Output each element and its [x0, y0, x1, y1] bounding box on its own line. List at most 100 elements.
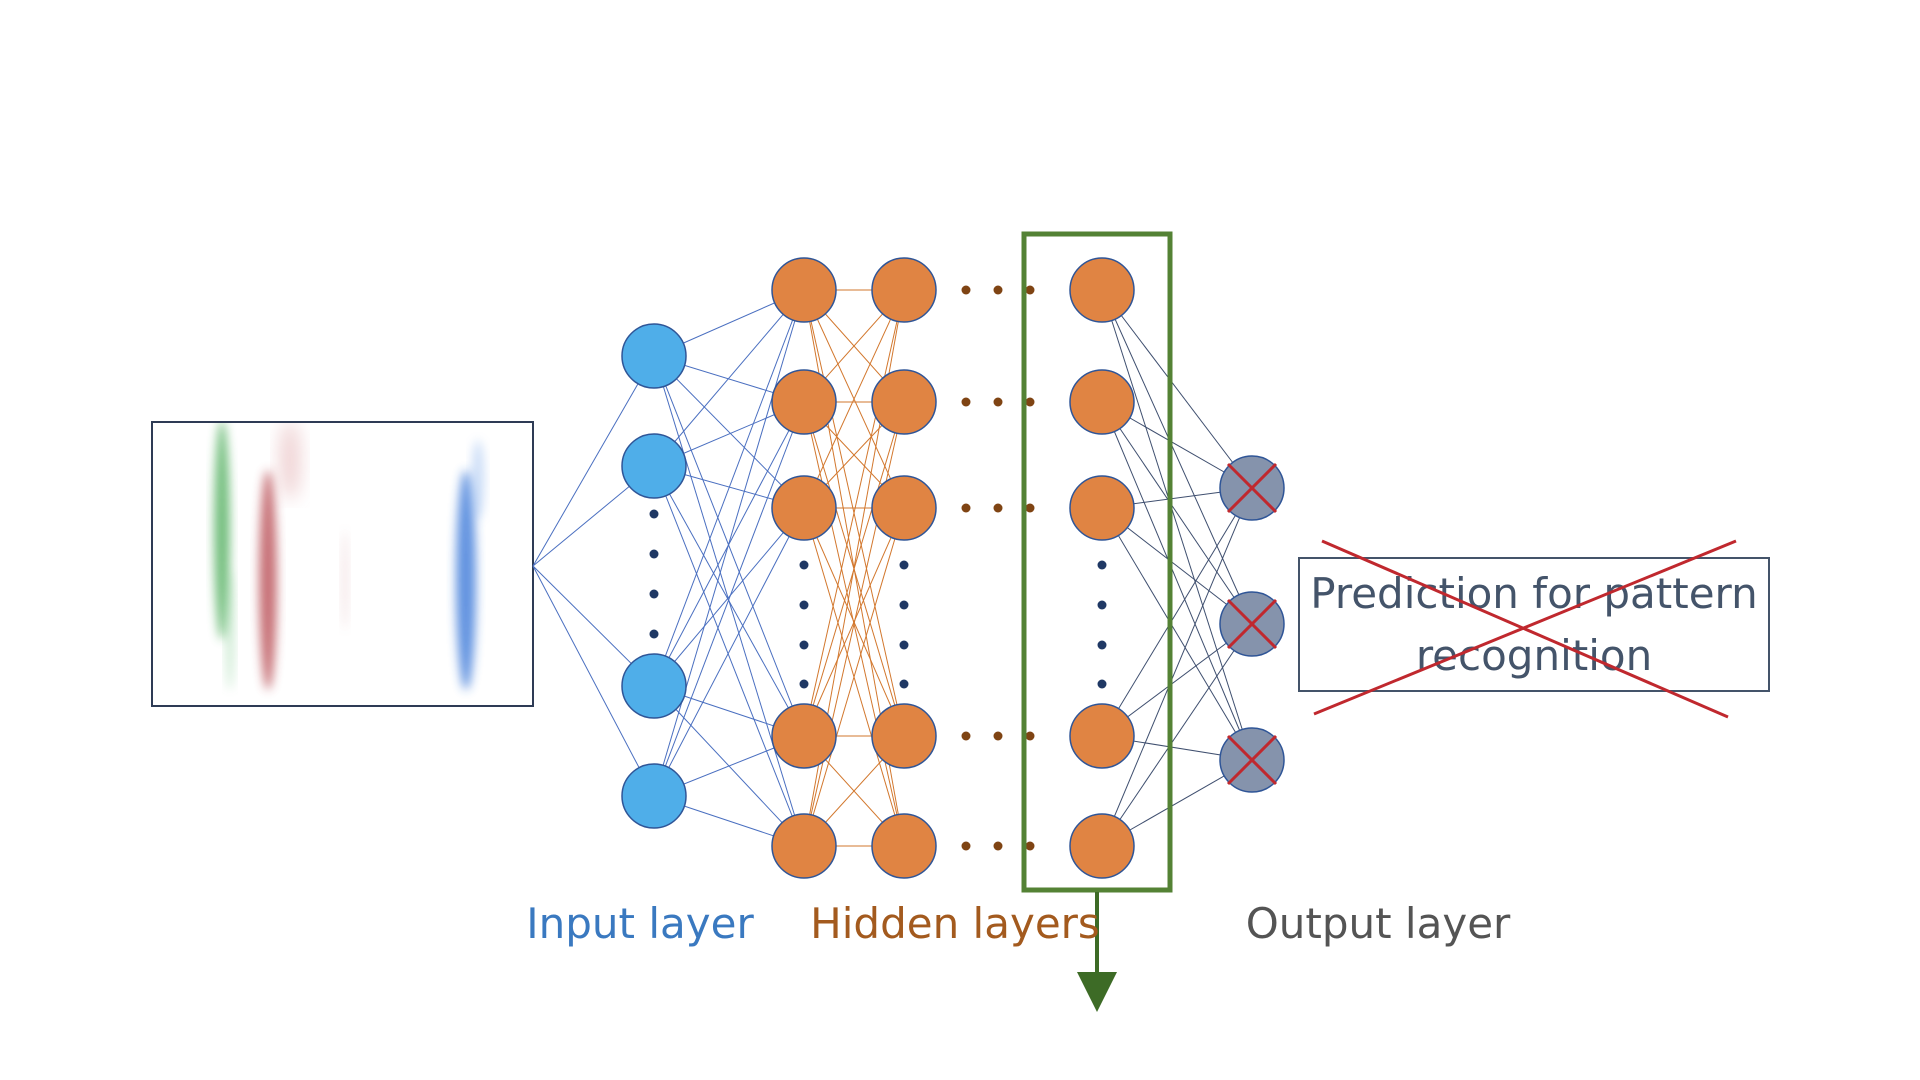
input-to-hidden-edge: [653, 507, 805, 797]
output-node-cross-b: [1226, 462, 1278, 514]
spectrogram-blue-band: [456, 470, 476, 690]
hidden-ellipsis-dot: [799, 560, 809, 570]
hidden-node: [871, 813, 937, 879]
input-to-hidden-edge: [653, 507, 805, 687]
hidden-to-hidden-edge: [803, 401, 905, 847]
input-layer-nodes: [621, 323, 687, 829]
hidden-to-hidden-edge: [803, 507, 905, 847]
hidden-to-output-edge: [1101, 289, 1253, 625]
hidden-to-output-edge: [1101, 487, 1253, 737]
hidden-to-output-edge: [1101, 289, 1253, 489]
input-ellipsis-dot: [649, 509, 659, 519]
layer-ellipsis-dot: [993, 731, 1003, 741]
hidden-node: [1069, 813, 1135, 879]
hidden-ellipsis-dot: [899, 679, 909, 689]
hidden-to-hidden-edge: [803, 289, 905, 509]
layer-ellipsis-dot: [1025, 397, 1035, 407]
hidden-node: [1069, 257, 1135, 323]
hidden-ellipsis-dot: [799, 640, 809, 650]
prediction-text-line1: Prediction for pattern: [1310, 569, 1757, 618]
image-to-input-edge: [532, 565, 655, 797]
hidden-ellipsis-dot: [1097, 560, 1107, 570]
input-to-hidden-edge: [653, 465, 805, 737]
layer-ellipsis-dot: [961, 285, 971, 295]
hidden-ellipsis-dot: [799, 679, 809, 689]
hidden-node: [871, 703, 937, 769]
output-layer-label: Output layer: [1246, 899, 1511, 948]
hidden-node: [771, 369, 837, 435]
hidden-node: [1069, 369, 1135, 435]
hidden-node: [1069, 475, 1135, 541]
spectrogram-red-band: [259, 470, 277, 690]
hidden-ellipsis-dot: [899, 640, 909, 650]
hidden-node: [771, 257, 837, 323]
input-to-hidden-edge: [653, 355, 805, 737]
image-to-input-edge: [532, 355, 655, 567]
hidden-layers-label: Hidden layers: [810, 899, 1100, 948]
layer-ellipsis-dot: [961, 397, 971, 407]
input-spectrogram-image: [151, 421, 534, 707]
layer-ellipsis-dot: [993, 397, 1003, 407]
layer-ellipsis-dot: [1025, 503, 1035, 513]
hidden-node: [1069, 703, 1135, 769]
prediction-box: Prediction for pattern recognition: [1298, 539, 1770, 719]
last-hidden-layer-highlight: [1021, 231, 1173, 1012]
hidden-ellipsis-dot: [1097, 679, 1107, 689]
hidden-node: [871, 257, 937, 323]
layer-ellipsis-dot: [1025, 731, 1035, 741]
hidden-to-output-edge: [1101, 289, 1253, 761]
layer-ellipsis-dot: [993, 285, 1003, 295]
layer-ellipsis-dot: [961, 503, 971, 513]
hidden-node: [771, 813, 837, 879]
layer-ellipsis-dot: [961, 841, 971, 851]
input-layer-label: Input layer: [526, 899, 754, 948]
input-to-hidden-edge: [653, 465, 805, 847]
hidden-layer-nodes: [771, 257, 1135, 879]
hidden-to-output-edge: [1101, 507, 1253, 761]
hidden-to-output-edge: [1101, 401, 1253, 625]
hidden-ellipsis-dot: [1097, 640, 1107, 650]
hidden-ellipsis-dot: [799, 600, 809, 610]
input-ellipsis-dot: [649, 629, 659, 639]
ellipsis-dots: [649, 285, 1107, 851]
input-to-hidden-edge: [653, 289, 805, 687]
hidden-to-output-edge: [1101, 487, 1253, 847]
spectrogram-red-band-top: [280, 423, 300, 500]
spectrogram-blue-band-top: [472, 440, 484, 520]
hidden-ellipsis-dot: [899, 560, 909, 570]
input-node: [621, 763, 687, 829]
layer-ellipsis-dot: [1025, 285, 1035, 295]
hidden-ellipsis-dot: [899, 600, 909, 610]
hidden-to-hidden-edge: [803, 289, 905, 737]
input-to-hidden-edge: [653, 289, 805, 797]
input-node: [621, 653, 687, 719]
layer-ellipsis-dot: [1025, 841, 1035, 851]
layer-ellipsis-dot: [993, 841, 1003, 851]
input-ellipsis-dot: [649, 549, 659, 559]
hidden-to-output-edge: [1101, 623, 1253, 847]
spectrogram-green-band: [214, 423, 230, 640]
hidden-to-output-edge: [1101, 401, 1253, 761]
hidden-node: [871, 369, 937, 435]
output-node-cross-b: [1226, 598, 1278, 650]
output-connections: [1101, 289, 1253, 847]
input-node: [621, 323, 687, 389]
highlight-box: [1021, 231, 1173, 893]
hidden-node: [871, 475, 937, 541]
layer-ellipsis-dot: [993, 503, 1003, 513]
hidden-node: [771, 703, 837, 769]
input-to-hidden-edge: [653, 289, 805, 467]
hidden-node: [771, 475, 837, 541]
spectrogram-red-faint: [342, 530, 348, 630]
output-node-cross-b: [1226, 734, 1278, 786]
input-ellipsis-dot: [649, 589, 659, 599]
spectrogram-green-band-faint: [226, 570, 234, 690]
input-node: [621, 433, 687, 499]
input-to-hidden-edge: [653, 401, 805, 797]
prediction-cross-line-b: [1313, 539, 1737, 716]
output-layer-nodes: [1219, 455, 1285, 793]
hidden-ellipsis-dot: [1097, 600, 1107, 610]
prediction-text-line2: recognition: [1416, 631, 1652, 680]
